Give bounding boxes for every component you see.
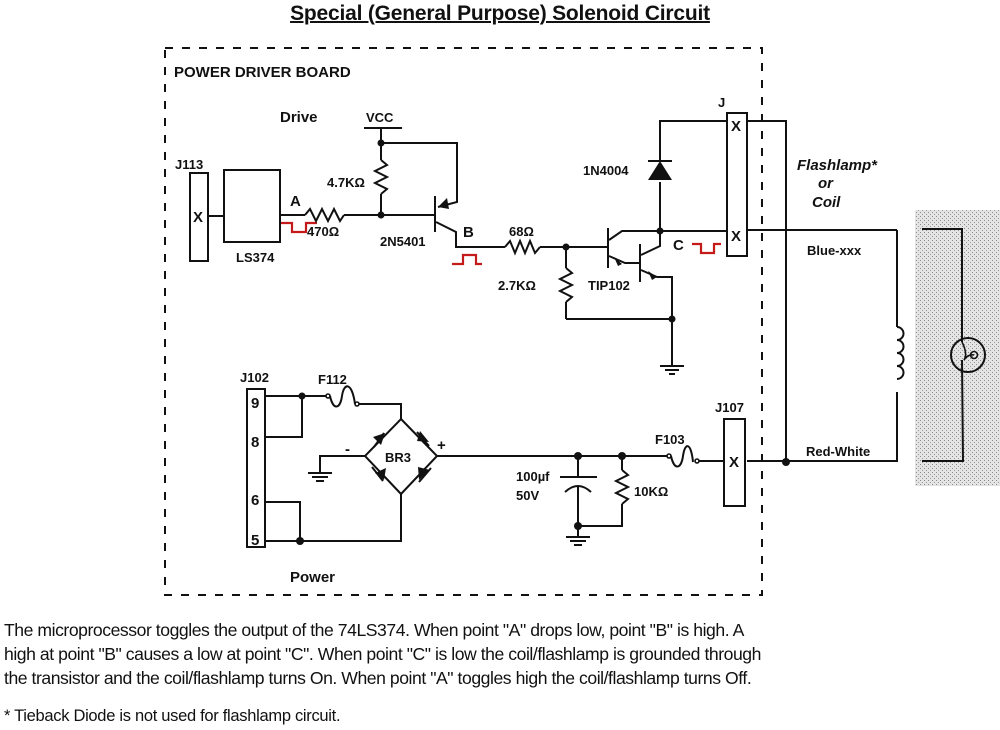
j-pin-bottom: X	[731, 228, 741, 245]
bridge-rectifier-br3: BR3 - +	[345, 417, 446, 496]
connector-j107: J107 X	[715, 400, 746, 507]
resistor-10k	[613, 469, 631, 505]
diode-1n4004: 1N4004	[583, 120, 728, 231]
j102-pin-9: 9	[251, 395, 259, 412]
point-c-label: C	[673, 237, 684, 254]
j102-pin-6: 6	[251, 492, 259, 509]
ls374-label: LS374	[236, 250, 275, 265]
r470-label: 470Ω	[307, 224, 339, 239]
j107-pin: X	[729, 454, 739, 471]
point-a-label: A	[290, 193, 301, 210]
j102-pin-8: 8	[251, 434, 259, 451]
2n5401-label: 2N5401	[380, 234, 426, 249]
diagram-title: Special (General Purpose) Solenoid Circu…	[290, 2, 710, 25]
footnote: * Tieback Diode is not used for flashlam…	[4, 707, 341, 725]
connector-j102: J102 9 8 6 5	[240, 370, 269, 549]
coil-inductor	[747, 230, 905, 462]
1n4004-label: 1N4004	[583, 163, 629, 178]
circuit-description: The microprocessor toggles the output of…	[4, 618, 1000, 690]
fuse-f112: F112	[302, 372, 402, 419]
flashlamp-panel	[915, 210, 1000, 486]
br3-minus: -	[345, 441, 350, 458]
br3-plus: +	[437, 437, 446, 454]
r10k-label: 10KΩ	[634, 484, 668, 499]
cap-voltage-label: 50V	[516, 488, 539, 503]
r2k7-label: 2.7KΩ	[498, 278, 536, 293]
connector-j: J X X	[718, 95, 748, 257]
ground-symbol-tip102	[660, 319, 684, 375]
power-driver-board-outline	[164, 47, 763, 596]
br3-label: BR3	[385, 450, 411, 465]
resistor-68	[504, 238, 541, 256]
description-line: high at point "B" causes a low at point …	[4, 644, 761, 664]
vcc-label: VCC	[366, 110, 394, 125]
load-title-line2: or	[818, 175, 834, 192]
resistor-470	[304, 206, 345, 224]
j102-pin-5: 5	[251, 532, 259, 549]
schematic: POWER DRIVER BOARD Drive Power J113 X LS…	[164, 47, 1000, 596]
load-title-line3: Coil	[812, 194, 841, 211]
f103-label: F103	[655, 432, 685, 447]
connector-j113: J113 X	[175, 157, 209, 262]
wire-color-top: Blue-xxx	[807, 243, 862, 258]
transistor-2n5401: 2N5401	[380, 142, 490, 249]
ground-symbol-cap	[566, 536, 590, 546]
drive-section-label: Drive	[280, 109, 318, 126]
ground-symbol-bridge	[308, 472, 332, 482]
point-c-waveform	[692, 242, 721, 255]
board-label: POWER DRIVER BOARD	[174, 64, 351, 81]
j102-label: J102	[240, 370, 269, 385]
wire-color-bottom: Red-White	[806, 444, 870, 459]
r68-label: 68Ω	[509, 224, 534, 239]
point-b-label: B	[463, 224, 474, 241]
r4k7-label: 4.7KΩ	[327, 175, 365, 190]
tip102-label: TIP102	[588, 278, 630, 293]
j113-pin: X	[193, 209, 203, 226]
description-line: the transistor and the coil/flashlamp tu…	[4, 668, 752, 688]
transistor-tip102: TIP102	[588, 228, 673, 319]
j-label: J	[718, 95, 725, 110]
j-pin-top: X	[731, 118, 741, 135]
j113-label: J113	[175, 157, 203, 172]
capacitor-100uf: 100µf 50V	[516, 456, 597, 526]
fuse-f103: F103	[655, 432, 724, 468]
description-line: The microprocessor toggles the output of…	[4, 620, 744, 640]
flashlamp-bulb-icon	[950, 337, 986, 373]
resistor-4k7	[372, 159, 390, 195]
point-b-waveform	[452, 253, 482, 266]
load-title-line1: Flashlamp*	[797, 157, 878, 174]
power-section-label: Power	[290, 569, 335, 586]
ic-ls374: LS374	[223, 169, 281, 265]
resistor-2k7	[557, 267, 575, 303]
point-a-waveform	[281, 221, 317, 234]
j107-label: J107	[715, 400, 744, 415]
f112-label: F112	[318, 372, 347, 387]
cap-value-label: 100µf	[516, 469, 550, 484]
